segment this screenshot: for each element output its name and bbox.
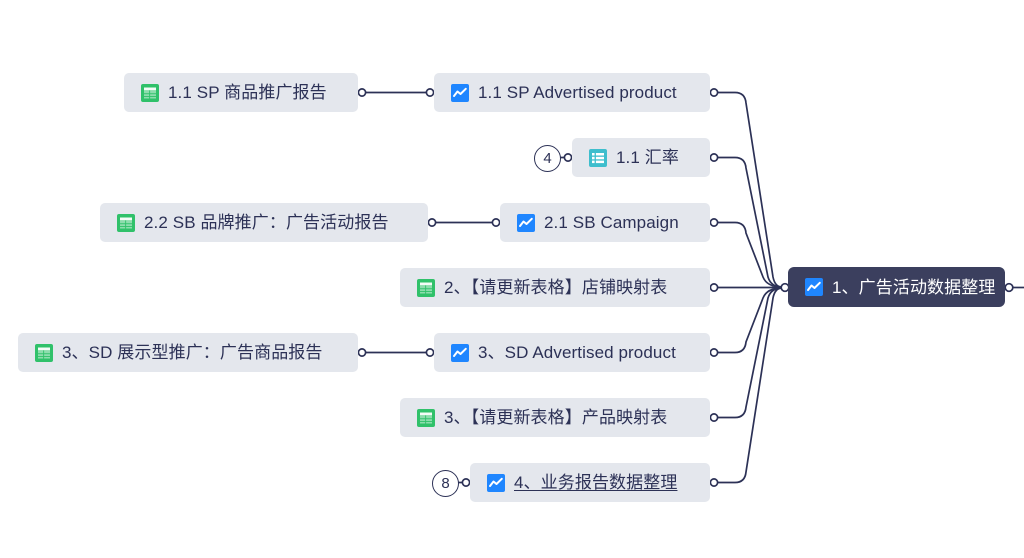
port-business-report-in <box>461 478 471 487</box>
badge-count-8: 8 <box>432 470 459 497</box>
node-label: 1、广告活动数据整理 <box>832 277 996 297</box>
spreadsheet-icon <box>417 278 435 297</box>
node-sb-report[interactable]: 2.2 SB 品牌推广：广告活动报告 <box>100 203 428 242</box>
node-product-mapping[interactable]: 3、【请更新表格】产品映射表 <box>400 398 710 437</box>
node-sp-report[interactable]: 1.1 SP 商品推广报告 <box>124 73 358 112</box>
node-exchange-rate[interactable]: 1.1 汇率 <box>572 138 710 177</box>
node-store-mapping[interactable]: 2、【请更新表格】店铺映射表 <box>400 268 710 307</box>
spreadsheet-icon <box>141 83 159 102</box>
port-sd-advertised-product-in <box>425 348 435 357</box>
port-exchange-rate-out <box>709 153 719 162</box>
port-sp-advertised-product-in <box>425 88 435 97</box>
port-root-out <box>1004 282 1014 293</box>
node-label: 2.1 SB Campaign <box>544 213 679 232</box>
node-sd-advertised-product[interactable]: 3、SD Advertised product <box>434 333 710 372</box>
node-label: 1.1 SP Advertised product <box>478 83 677 102</box>
list-icon <box>589 148 607 167</box>
node-ad-campaign-data-root[interactable]: 1、广告活动数据整理 <box>788 267 1005 307</box>
port-store-mapping-out <box>709 283 719 292</box>
node-label: 4、业务报告数据整理 <box>514 473 678 492</box>
port-sd-advertised-product-out <box>709 348 719 357</box>
port-sb-report-out <box>427 218 437 227</box>
node-label: 3、【请更新表格】产品映射表 <box>444 408 668 427</box>
edge-sb-campaign-to-root <box>717 221 783 288</box>
node-label: 1.1 汇率 <box>616 148 679 167</box>
node-business-report-data[interactable]: 4、业务报告数据整理 <box>470 463 710 502</box>
chart-icon <box>805 278 823 296</box>
edge-sd-advertised-product-to-root <box>717 287 783 354</box>
badge-count-4: 4 <box>534 145 561 172</box>
edge-exchange-rate-to-root <box>717 156 783 288</box>
port-business-report-out <box>709 478 719 487</box>
spreadsheet-icon <box>35 343 53 362</box>
port-exchange-rate-in <box>563 153 573 162</box>
chart-icon <box>451 83 469 102</box>
chart-icon <box>487 473 505 492</box>
node-label: 3、SD 展示型推广：广告商品报告 <box>62 343 323 362</box>
node-sd-report[interactable]: 3、SD 展示型推广：广告商品报告 <box>18 333 358 372</box>
node-sb-campaign[interactable]: 2.1 SB Campaign <box>500 203 710 242</box>
chart-icon <box>451 343 469 362</box>
port-sb-campaign-in <box>491 218 501 227</box>
spreadsheet-icon <box>417 408 435 427</box>
port-sp-advertised-product-out <box>709 88 719 97</box>
node-label: 1.1 SP 商品推广报告 <box>168 83 327 102</box>
edge-product-mapping-to-root <box>717 287 783 419</box>
edge-sp-advertised-product-to-root <box>717 91 783 288</box>
node-label: 2.2 SB 品牌推广：广告活动报告 <box>144 213 389 232</box>
port-sp-report-out <box>357 88 367 97</box>
node-label: 2、【请更新表格】店铺映射表 <box>444 278 668 297</box>
port-sb-campaign-out <box>709 218 719 227</box>
node-sp-advertised-product[interactable]: 1.1 SP Advertised product <box>434 73 710 112</box>
chart-icon <box>517 213 535 232</box>
edge-business-report-to-root <box>717 287 783 484</box>
port-sd-report-out <box>357 348 367 357</box>
port-product-mapping-out <box>709 413 719 422</box>
spreadsheet-icon <box>117 213 135 232</box>
node-label: 3、SD Advertised product <box>478 343 676 362</box>
